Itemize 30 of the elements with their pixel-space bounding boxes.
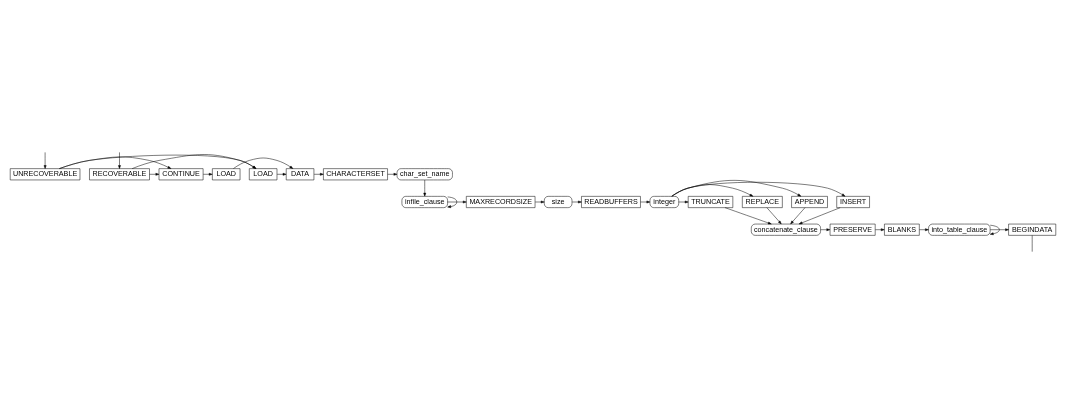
arrow: [313, 172, 324, 176]
arrow: [671, 180, 802, 197]
arrow: [118, 152, 121, 169]
arrow: [447, 200, 467, 204]
arrow: [919, 228, 929, 232]
arrow: [671, 182, 846, 197]
arrow: [203, 172, 213, 176]
arrow: [989, 224, 1000, 236]
arrow: [875, 228, 885, 232]
arrow: [640, 200, 651, 204]
arrow: [233, 157, 294, 169]
arrow: [447, 196, 458, 208]
arrow: [678, 200, 689, 204]
arrow: [766, 207, 782, 225]
arrow: [59, 156, 172, 169]
arrow: [423, 179, 427, 197]
arrow: [798, 207, 841, 225]
arrow: [571, 200, 582, 204]
arrow: [790, 207, 806, 225]
arrow: [989, 228, 1009, 232]
arrow: [43, 152, 47, 169]
arrow: [671, 184, 754, 197]
arrow: [276, 172, 287, 176]
arrow: [59, 154, 257, 169]
arrow: [131, 154, 257, 169]
arrow: [149, 172, 160, 176]
arrow: [535, 200, 545, 204]
arrow: [387, 172, 398, 176]
arrow: [724, 207, 772, 225]
arrow: [820, 228, 831, 232]
